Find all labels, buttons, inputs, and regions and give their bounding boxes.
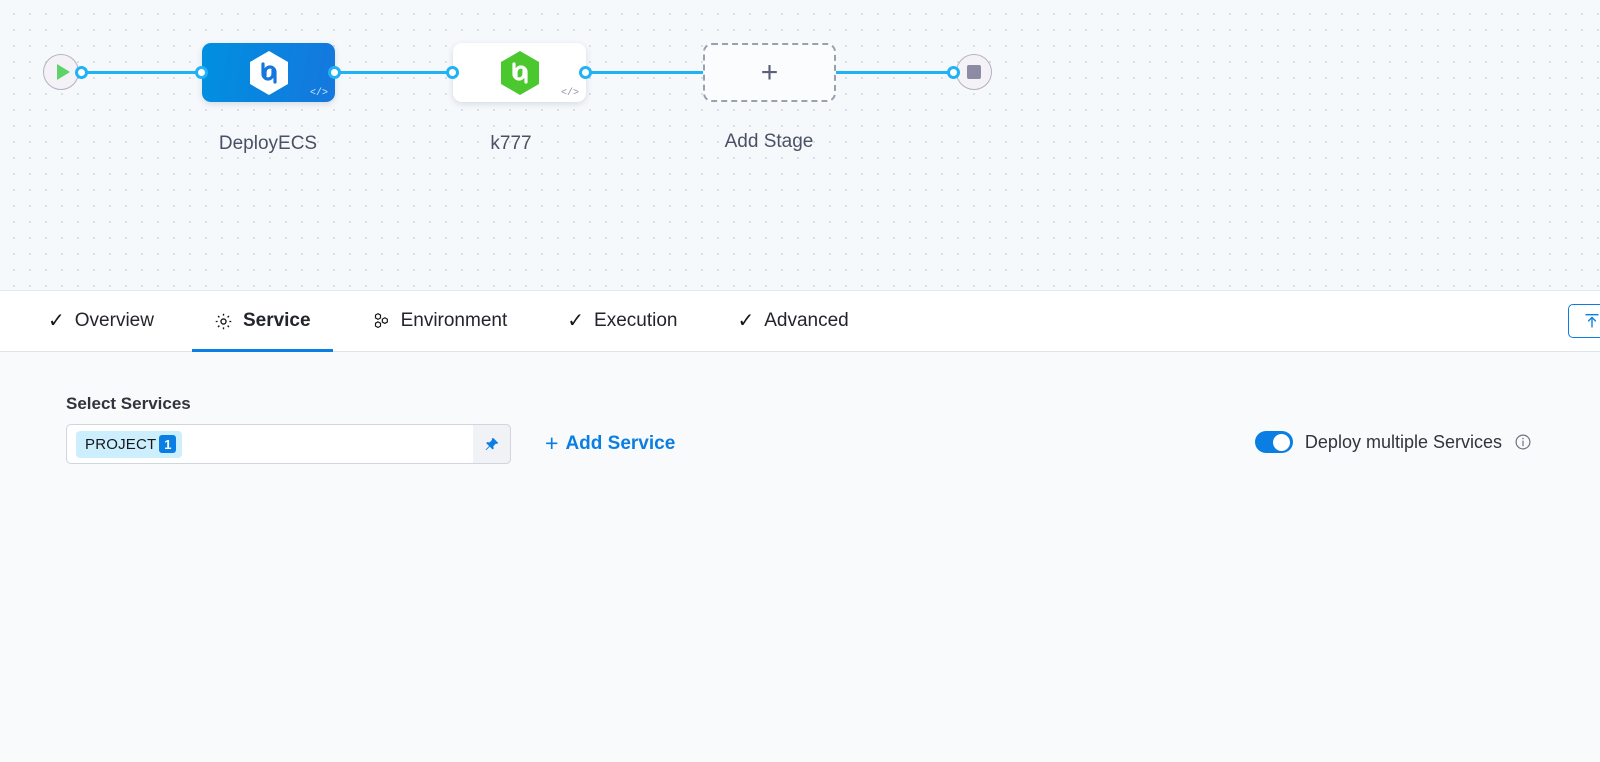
services-multiselect[interactable]: PROJECT 1 xyxy=(66,424,511,464)
pipeline-stage-k777[interactable]: </> xyxy=(453,43,586,102)
port-stage1-out[interactable] xyxy=(328,66,341,79)
info-icon[interactable] xyxy=(1514,433,1532,451)
tab-advanced-label: Advanced xyxy=(764,310,849,331)
pipeline-end-node[interactable] xyxy=(956,54,992,90)
deploy-multiple-services-toggle[interactable] xyxy=(1254,431,1293,453)
stage1-code-icon[interactable]: </> xyxy=(309,88,328,99)
stage-tabs: ✓ Overview Service Environment ✓ Executi… xyxy=(0,291,1600,352)
pin-icon xyxy=(485,437,499,450)
port-stage2-out[interactable] xyxy=(579,66,592,79)
tab-execution-label: Execution xyxy=(594,310,678,331)
tab-overview-label: Overview xyxy=(74,310,154,331)
harness-hexagon-icon xyxy=(499,50,541,96)
tab-overview[interactable]: ✓ Overview xyxy=(26,291,176,352)
services-pin-button[interactable] xyxy=(473,424,511,464)
hexagon-cluster-icon xyxy=(371,311,391,331)
wire-addstage-to-end xyxy=(830,71,960,74)
check-icon: ✓ xyxy=(48,310,65,332)
port-start-out[interactable] xyxy=(75,66,88,79)
check-icon: ✓ xyxy=(737,310,755,332)
pipeline-start-node[interactable] xyxy=(43,54,79,90)
deploy-multiple-services-row: Deploy multiple Services xyxy=(1254,431,1532,453)
add-service-label: Add Service xyxy=(565,432,676,454)
tab-execution[interactable]: ✓ Execution xyxy=(545,291,699,352)
add-stage-label: Add Stage xyxy=(724,131,814,152)
tab-service-label: Service xyxy=(242,310,311,331)
selected-scope-chip[interactable]: PROJECT 1 xyxy=(76,430,183,458)
wire-stage2-to-addstage xyxy=(580,71,710,74)
port-end-in[interactable] xyxy=(947,66,960,79)
stage2-code-icon[interactable]: </> xyxy=(560,88,579,99)
tab-environment[interactable]: Environment xyxy=(349,291,530,352)
wire-stage1-to-stage2 xyxy=(330,71,460,74)
port-stage1-in[interactable] xyxy=(195,66,208,79)
add-stage-button[interactable]: + xyxy=(703,43,836,102)
wire-start-to-stage1 xyxy=(80,71,210,74)
gear-icon xyxy=(214,312,233,331)
service-tab-panel: Select Services PROJECT 1 + Add Service … xyxy=(0,352,1600,762)
port-stage2-in[interactable] xyxy=(446,66,459,79)
scope-chip-count: 1 xyxy=(159,435,177,453)
check-icon: ✓ xyxy=(567,310,585,332)
stop-icon xyxy=(967,65,981,79)
harness-hexagon-icon xyxy=(248,50,290,96)
select-services-label: Select Services xyxy=(66,394,191,413)
scope-chip-label: PROJECT xyxy=(85,435,157,453)
pipeline-canvas[interactable]: </> DeployECS </> k777 + Add Stage xyxy=(0,0,1600,291)
tab-service[interactable]: Service xyxy=(191,291,333,352)
plus-icon: + xyxy=(760,55,779,89)
add-service-button[interactable]: + Add Service xyxy=(545,432,675,455)
play-icon xyxy=(56,64,70,80)
pipeline-stage-deployecs[interactable]: </> xyxy=(202,43,335,102)
deploy-multiple-services-label: Deploy multiple Services xyxy=(1304,431,1502,452)
tab-advanced[interactable]: ✓ Advanced xyxy=(715,291,870,352)
save-template-icon xyxy=(1583,312,1600,330)
tab-environment-label: Environment xyxy=(400,310,508,331)
stage1-label: DeployECS xyxy=(218,133,318,154)
save-as-template-button[interactable]: S xyxy=(1567,304,1600,338)
plus-icon: + xyxy=(545,430,559,456)
stage2-label: k777 xyxy=(490,133,532,154)
